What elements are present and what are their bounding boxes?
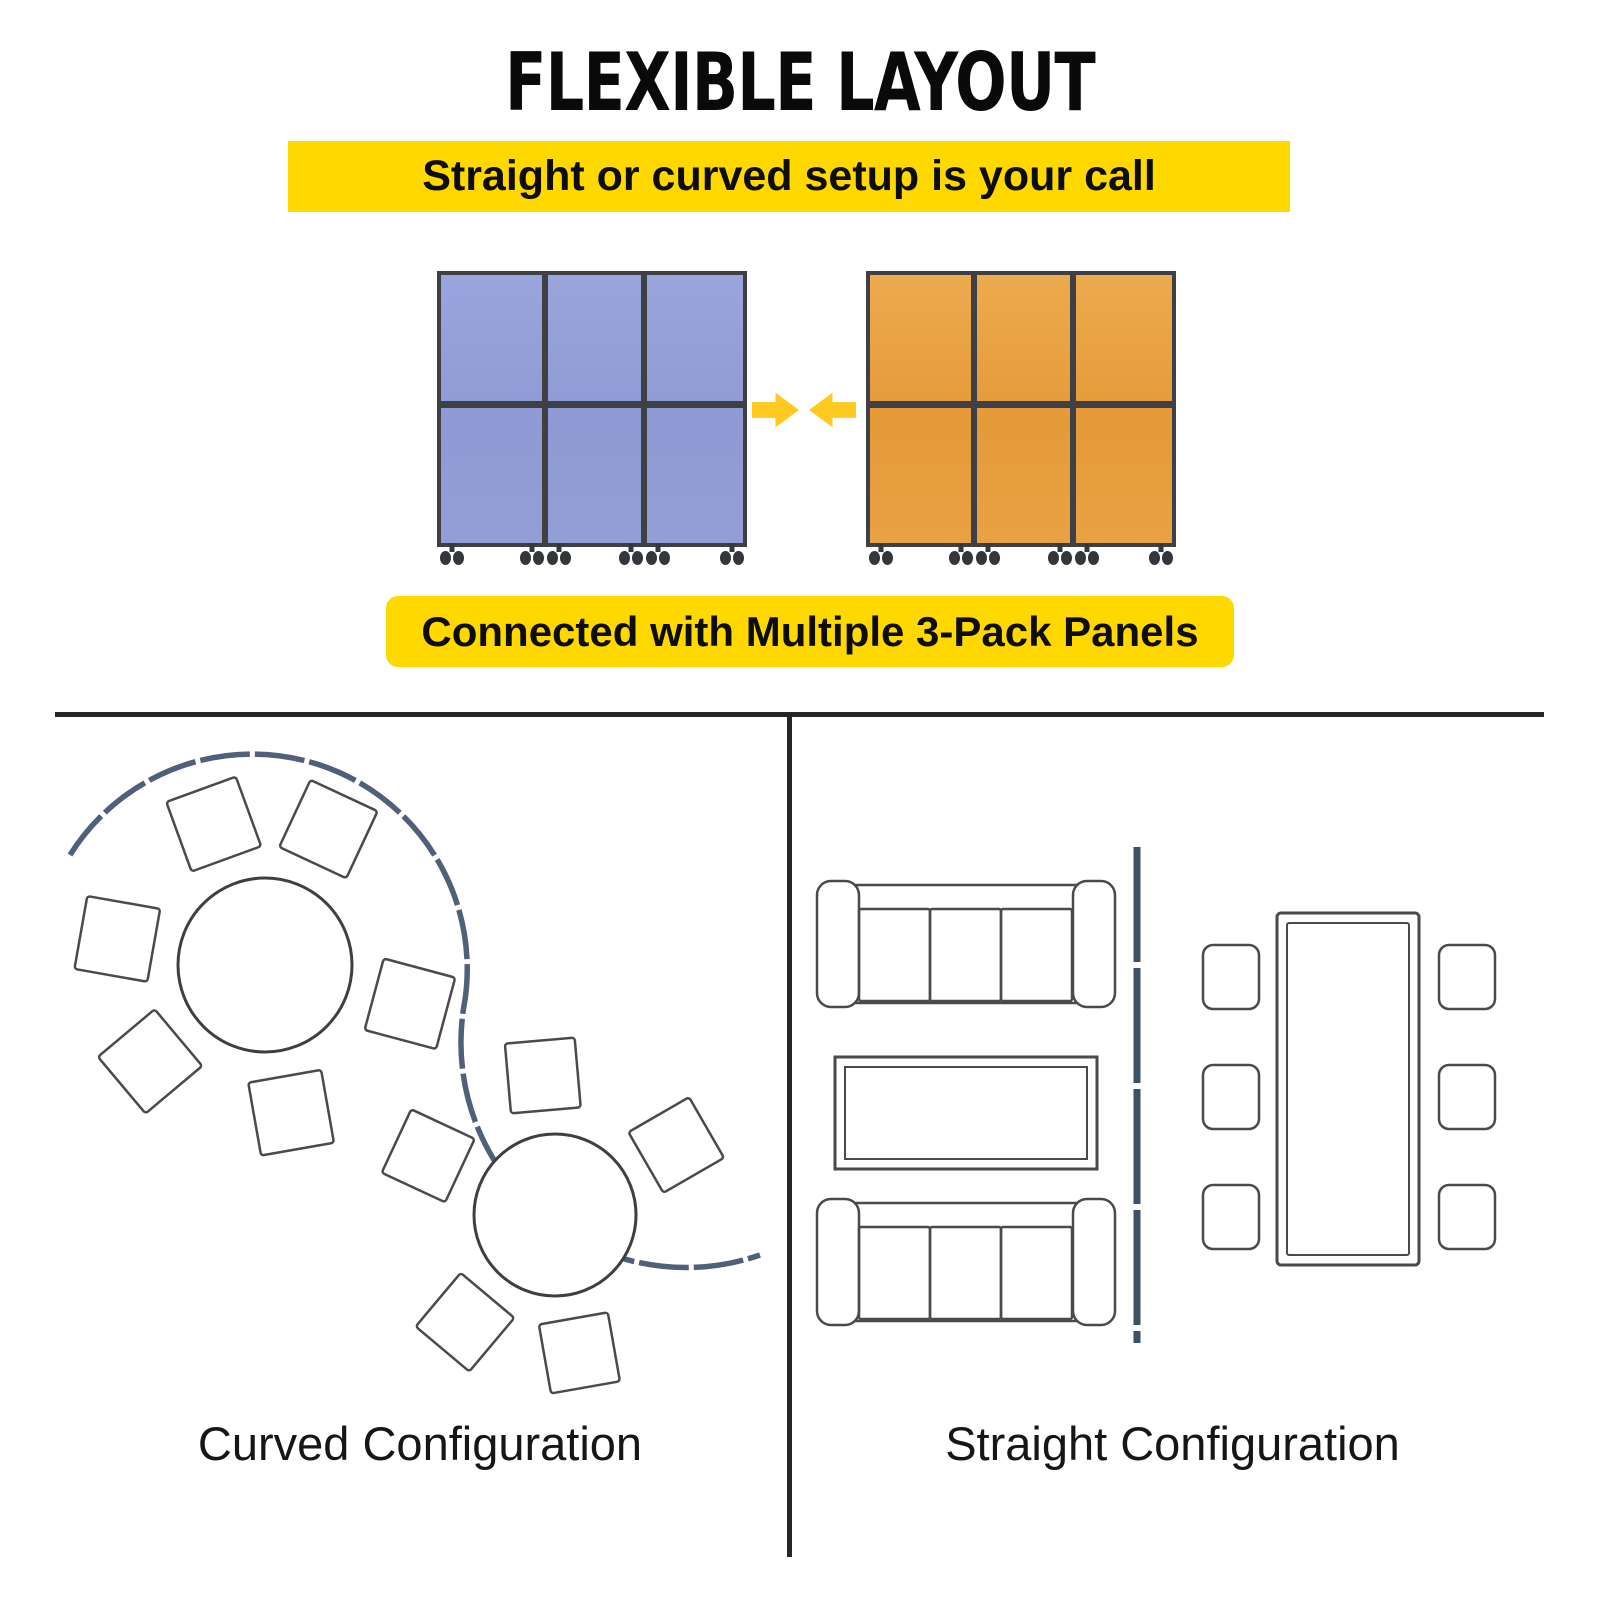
chair [278,779,378,879]
page-title: FLEXIBLE LAYOUT [505,36,1096,130]
orange-divider-panel [866,271,1176,565]
chair [364,957,456,1050]
caster-wheel [973,543,1003,571]
curved-configuration-floorplan [67,751,761,1395]
panel-frame-post [641,275,648,543]
panel-frame-rail [441,400,743,408]
chair [381,1109,475,1203]
round-table-group-1 [73,776,456,1157]
sofa [815,1197,1117,1327]
round-table [176,876,354,1054]
caster-wheel [946,543,976,571]
chair [1201,943,1261,1011]
arrow-right-icon [752,392,799,428]
chair [538,1311,621,1395]
panel-frame-post [970,275,977,543]
connection-banner: Connected with Multiple 3-Pack Panels [386,596,1234,667]
chair [247,1069,335,1157]
chair [1437,1183,1497,1251]
connect-arrows [752,392,856,428]
caster-wheel [866,543,896,571]
arrow-left-icon [809,392,856,428]
straight-configuration-label: Straight Configuration [945,1417,1400,1470]
chair [503,1036,582,1115]
chair [73,895,161,983]
round-table [472,1132,638,1298]
straight-configuration-floorplan [815,847,1497,1343]
rect-table [833,1055,1099,1171]
rect-table [1275,911,1421,1267]
caster-wheel [1146,543,1176,571]
round-table-group-2 [381,1036,725,1395]
caster-wheel [544,543,574,571]
caster-wheel [437,543,467,571]
caster-wheel [643,543,673,571]
caster-wheel [717,543,747,571]
caster-wheel [1072,543,1102,571]
curved-configuration-label: Curved Configuration [197,1417,643,1470]
caster-wheel [1045,543,1075,571]
subtitle-banner: Straight or curved setup is your call [288,141,1290,212]
connection-banner-text: Connected with Multiple 3-Pack Panels [421,607,1199,655]
blue-divider-panel [437,271,747,565]
caster-wheel [517,543,547,571]
chair [1437,943,1497,1011]
sofa [815,879,1117,1009]
chair [97,1009,203,1114]
panel-frame-post [1070,275,1077,543]
chair [1437,1063,1497,1131]
chair [415,1272,515,1372]
chair [165,776,262,872]
subtitle-banner-text: Straight or curved setup is your call [422,152,1156,200]
caster-wheel [616,543,646,571]
vertical-section-divider [787,712,792,1557]
panel-frame-rail [870,400,1172,408]
panel-frame-post [541,275,548,543]
chair [1201,1183,1261,1251]
chair [1201,1063,1261,1131]
chair [628,1097,725,1193]
horizontal-section-divider [55,712,1544,717]
dining-table-group [1201,911,1497,1267]
